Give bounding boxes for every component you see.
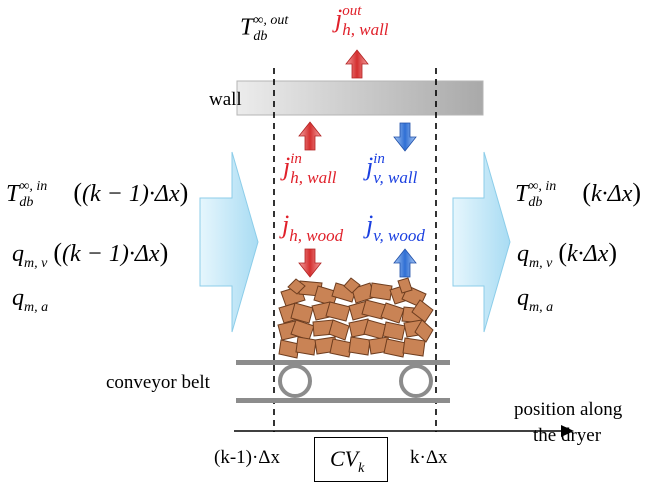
conveyor-belt-label: conveyor belt (106, 372, 210, 393)
outlet-airflow-arrow (452, 151, 511, 333)
right-boundary-label: k·Δx (410, 447, 448, 468)
wall-slab (236, 80, 484, 116)
vapor-flux-wood-arrow (393, 248, 417, 278)
heat-flux-in-wall-arrow (298, 121, 322, 151)
vapor-flux-wood-label: jv, wood (366, 210, 425, 245)
position-axis-label-line2: the dryer (533, 425, 602, 446)
conveyor-belt (236, 360, 450, 403)
control-volume-box (314, 437, 388, 482)
left-boundary-label: (k-1)·Δx (214, 447, 281, 468)
outlet-air-mass-flow: qm, a (517, 285, 554, 315)
vapor-flux-in-wall-arrow (393, 122, 417, 152)
wood-chip-pile (277, 277, 434, 359)
heat-flux-out-wall-arrow (345, 49, 369, 79)
control-volume-label: CVk (330, 446, 365, 476)
position-axis-label-line1: position along (514, 399, 623, 420)
heat-flux-wood-arrow (298, 248, 322, 278)
outlet-vapor-mass-flow: qm, v (k·Δx) (517, 238, 618, 271)
heat-flux-wood-label: jh, wood (282, 210, 344, 245)
inlet-vapor-mass-flow: qm, v ((k − 1)·Δx) (12, 238, 169, 271)
position-axis (234, 425, 574, 437)
wall-label: wall (209, 89, 242, 110)
inlet-air-mass-flow: qm, a (12, 285, 49, 315)
inlet-airflow-arrow (199, 151, 259, 333)
